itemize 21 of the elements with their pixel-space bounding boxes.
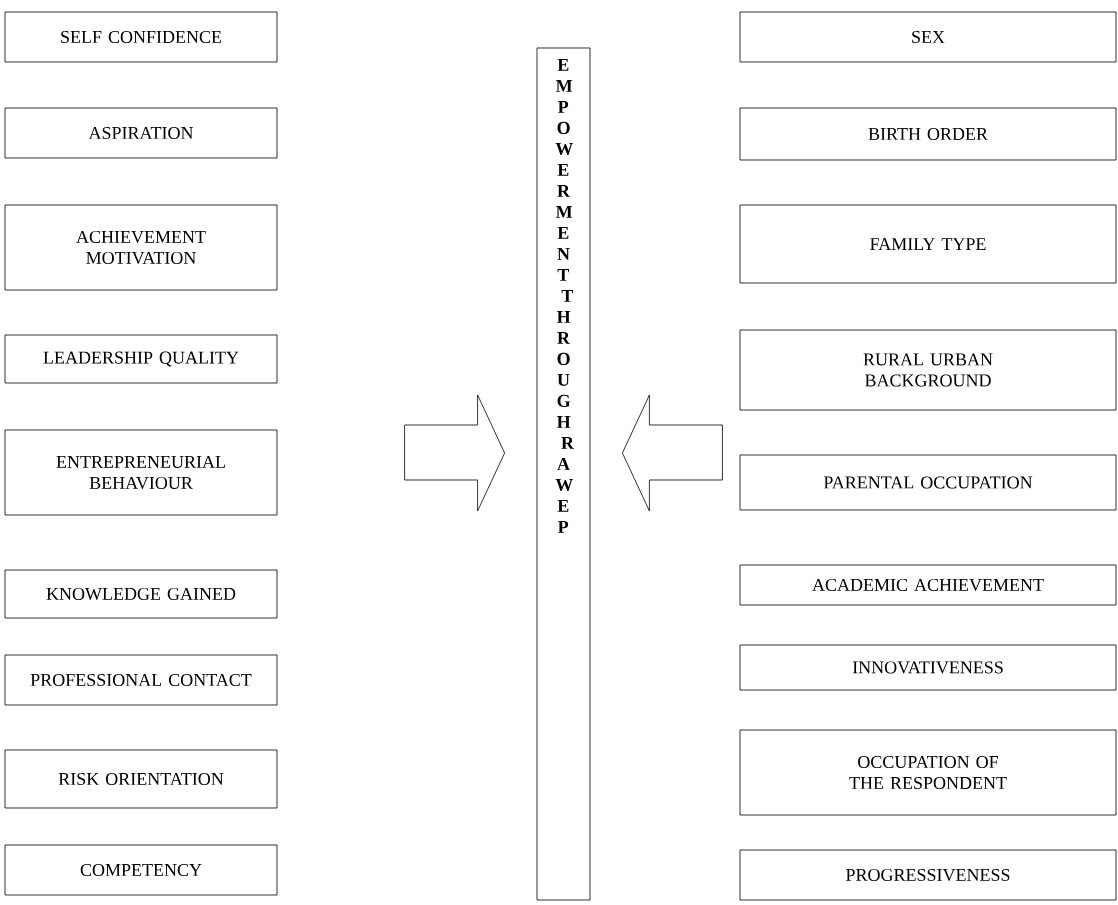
factor-box: INNOVATIVENESS — [739, 644, 1117, 691]
factor-box: KNOWLEDGE GAINED — [4, 569, 278, 619]
factor-box: RISK ORIENTATION — [4, 749, 278, 809]
factor-box: RURAL URBAN BACKGROUND — [739, 329, 1117, 411]
vertical-title-box: EMPOWERMENT THROUGH RAWEP — [536, 47, 591, 901]
factor-box: LEADERSHIP QUALITY — [4, 334, 278, 384]
factor-box: ENTREPRENEURIAL BEHAVIOUR — [4, 429, 278, 516]
factor-box: ACADEMIC ACHIEVEMENT — [739, 564, 1117, 606]
factor-box: PROGRESSIVENESS — [739, 849, 1117, 901]
factor-box: COMPETENCY — [4, 844, 278, 896]
block-arrow — [622, 394, 723, 512]
factor-box: PARENTAL OCCUPATION — [739, 454, 1117, 511]
block-arrow — [404, 394, 505, 512]
factor-box: BIRTH ORDER — [739, 107, 1117, 161]
factor-box: ASPIRATION — [4, 107, 278, 159]
factor-box: SEX — [739, 11, 1117, 63]
factor-box: FAMILY TYPE — [739, 204, 1117, 284]
factor-box: SELF CONFIDENCE — [4, 11, 278, 63]
factor-box: OCCUPATION OF THE RESPONDENT — [739, 729, 1117, 816]
factor-box: ACHIEVEMENT MOTIVATION — [4, 204, 278, 291]
factor-box: PROFESSIONAL CONTACT — [4, 654, 278, 706]
